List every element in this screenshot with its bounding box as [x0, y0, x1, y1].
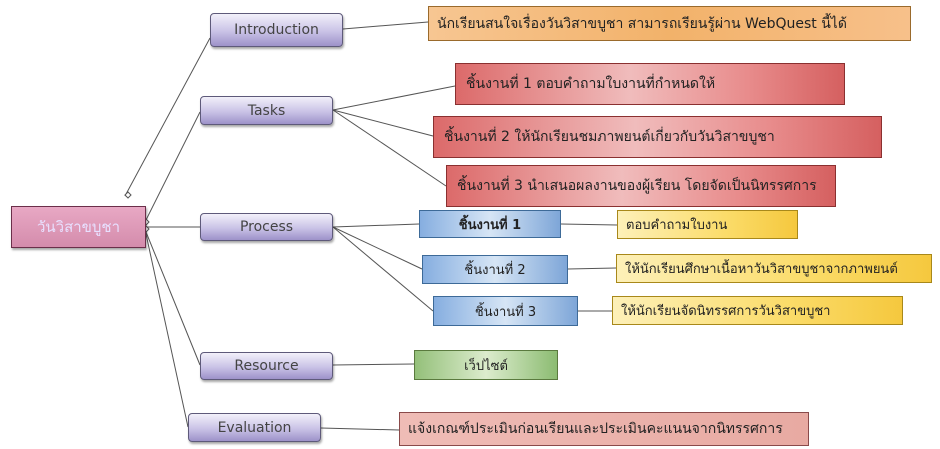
process-step-3[interactable]: ชิ้นงานที่ 3 — [433, 296, 578, 326]
task-item-1[interactable]: ชิ้นงานที่ 1 ตอบคำถามใบงานที่กำหนดให้ — [455, 63, 845, 105]
topic-tasks[interactable]: Tasks — [200, 96, 333, 125]
connector-center-tasks — [145, 111, 201, 221]
connector-step-2 — [332, 226, 423, 270]
topic-tasks-label: Tasks — [247, 102, 286, 119]
task-item-2-text: ชิ้นงานที่ 2 ให้นักเรียนชมภาพยนต์เกี่ยวก… — [444, 129, 775, 145]
connector-task-1 — [332, 85, 456, 111]
process-step-3-label: ชิ้นงานที่ 3 — [474, 304, 537, 320]
task-item-3-text: ชิ้นงานที่ 3 นำเสนอผลงานของผู้เรียน โดยจ… — [457, 178, 817, 194]
resource-detail-text: เว็ปไซต์ — [464, 358, 508, 374]
connector-center-introduction — [124, 37, 211, 197]
topic-resource-label: Resource — [234, 358, 299, 374]
process-step-3-detail-text: ให้นักเรียนจัดนิทรรศการวันวิสาขบูชา — [621, 304, 831, 319]
connector-center-resource — [145, 231, 201, 366]
connector-task-3 — [332, 109, 447, 187]
task-item-3[interactable]: ชิ้นงานที่ 3 นำเสนอผลงานของผู้เรียน โดยจ… — [446, 165, 836, 207]
process-step-2-label: ชิ้นงานที่ 2 — [464, 263, 526, 278]
topic-process[interactable]: Process — [200, 213, 333, 241]
process-step-2-detail-text: ให้นักเรียนศึกษาเนื้อหาวันวิสาขบูชาจากภา… — [625, 262, 898, 277]
connector-task-2 — [332, 109, 434, 137]
center-topic-label: วันวิสาขบูชา — [36, 218, 121, 236]
topic-evaluation[interactable]: Evaluation — [188, 413, 321, 442]
connector-resource-detail — [332, 363, 415, 366]
process-step-1-label: ชิ้นงานที่ 1 — [458, 217, 522, 233]
introduction-detail-text: นักเรียนสนใจเรื่องวันวิสาขบูชา สามารถเรี… — [437, 15, 847, 32]
process-step-2-detail[interactable]: ให้นักเรียนศึกษาเนื้อหาวันวิสาขบูชาจากภา… — [616, 254, 932, 283]
evaluation-detail[interactable]: แจ้งเกณฑ์ประเมินก่อนเรียนและประเมินคะแนน… — [399, 412, 809, 446]
connector-step-1 — [332, 223, 420, 228]
resource-detail[interactable]: เว็ปไซต์ — [414, 350, 558, 380]
evaluation-detail-text: แจ้งเกณฑ์ประเมินก่อนเรียนและประเมินคะแนน… — [408, 421, 783, 437]
task-item-1-text: ชิ้นงานที่ 1 ตอบคำถามใบงานที่กำหนดให้ — [466, 76, 716, 92]
process-step-3-detail[interactable]: ให้นักเรียนจัดนิทรรศการวันวิสาขบูชา — [612, 296, 903, 325]
connector-step-2-detail — [567, 267, 617, 270]
process-step-1-detail[interactable]: ตอบคำถามใบงาน — [617, 210, 798, 239]
connector-evaluation-detail — [320, 427, 400, 431]
connector-anchor-diamond — [124, 191, 132, 199]
topic-evaluation-label: Evaluation — [217, 419, 292, 436]
topic-introduction[interactable]: Introduction — [210, 13, 343, 47]
introduction-detail[interactable]: นักเรียนสนใจเรื่องวันวิสาขบูชา สามารถเรี… — [428, 6, 911, 41]
process-step-2[interactable]: ชิ้นงานที่ 2 — [422, 255, 568, 284]
connector-step-3 — [332, 226, 434, 312]
task-item-2[interactable]: ชิ้นงานที่ 2 ให้นักเรียนชมภาพยนต์เกี่ยวก… — [433, 116, 882, 158]
topic-resource[interactable]: Resource — [200, 352, 333, 380]
process-step-1[interactable]: ชิ้นงานที่ 1 — [419, 210, 561, 238]
topic-process-label: Process — [239, 219, 294, 235]
topic-introduction-label: Introduction — [234, 22, 319, 38]
connector-introduction-detail — [342, 21, 429, 30]
connector-step-1-detail — [560, 223, 618, 226]
connector-center-evaluation — [145, 233, 189, 428]
process-step-1-detail-text: ตอบคำถามใบงาน — [626, 218, 728, 233]
center-topic[interactable]: วันวิสาขบูชา — [11, 206, 146, 248]
